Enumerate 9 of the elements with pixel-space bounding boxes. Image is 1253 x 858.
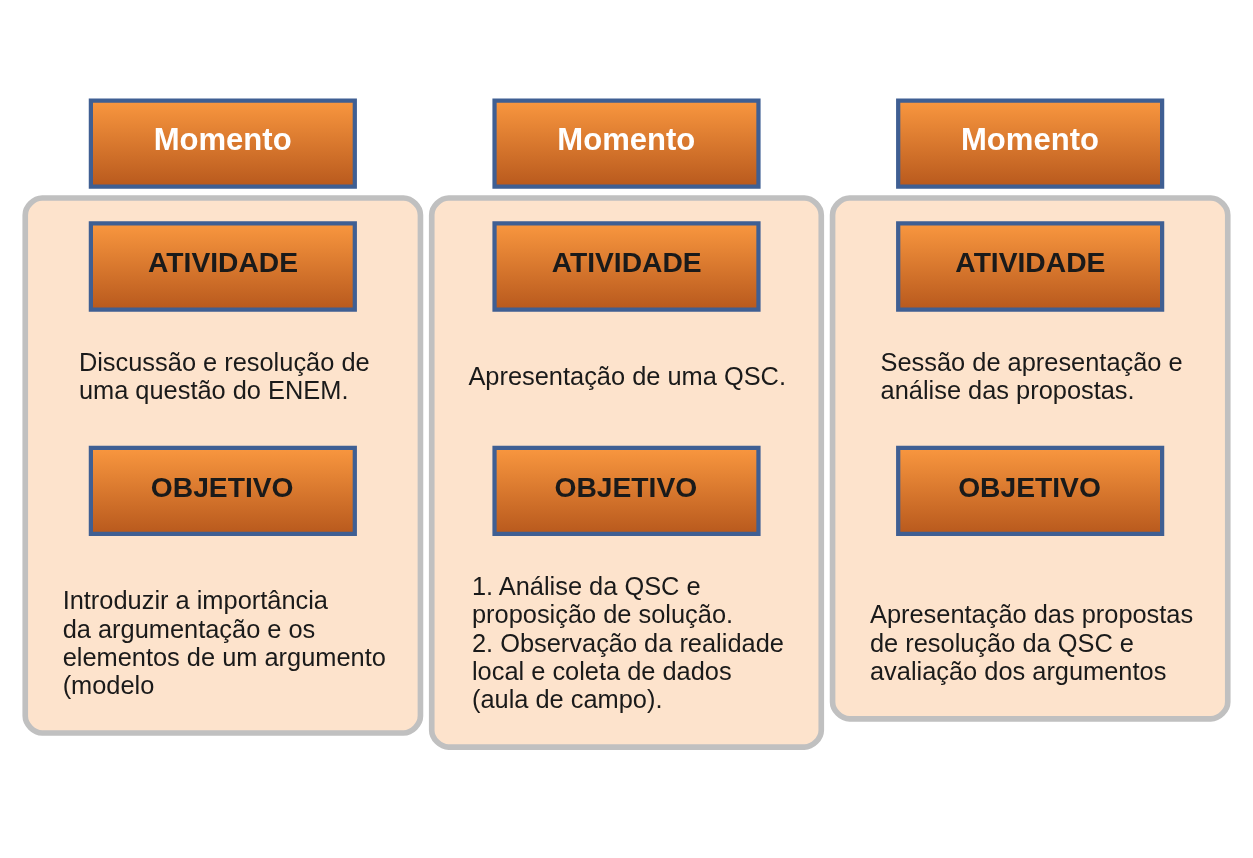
node-box: ATIVIDADE: [896, 220, 1165, 312]
node-box: OBJETIVO: [896, 445, 1165, 536]
node-box: ATIVIDADE: [88, 220, 357, 312]
node-box: ATIVIDADE: [492, 220, 761, 312]
node-box: Momento: [492, 98, 761, 189]
node-box: OBJETIVO: [492, 445, 761, 536]
node-box: Momento: [896, 98, 1165, 189]
node-box: Momento: [88, 98, 357, 189]
node-box: OBJETIVO: [88, 445, 357, 536]
